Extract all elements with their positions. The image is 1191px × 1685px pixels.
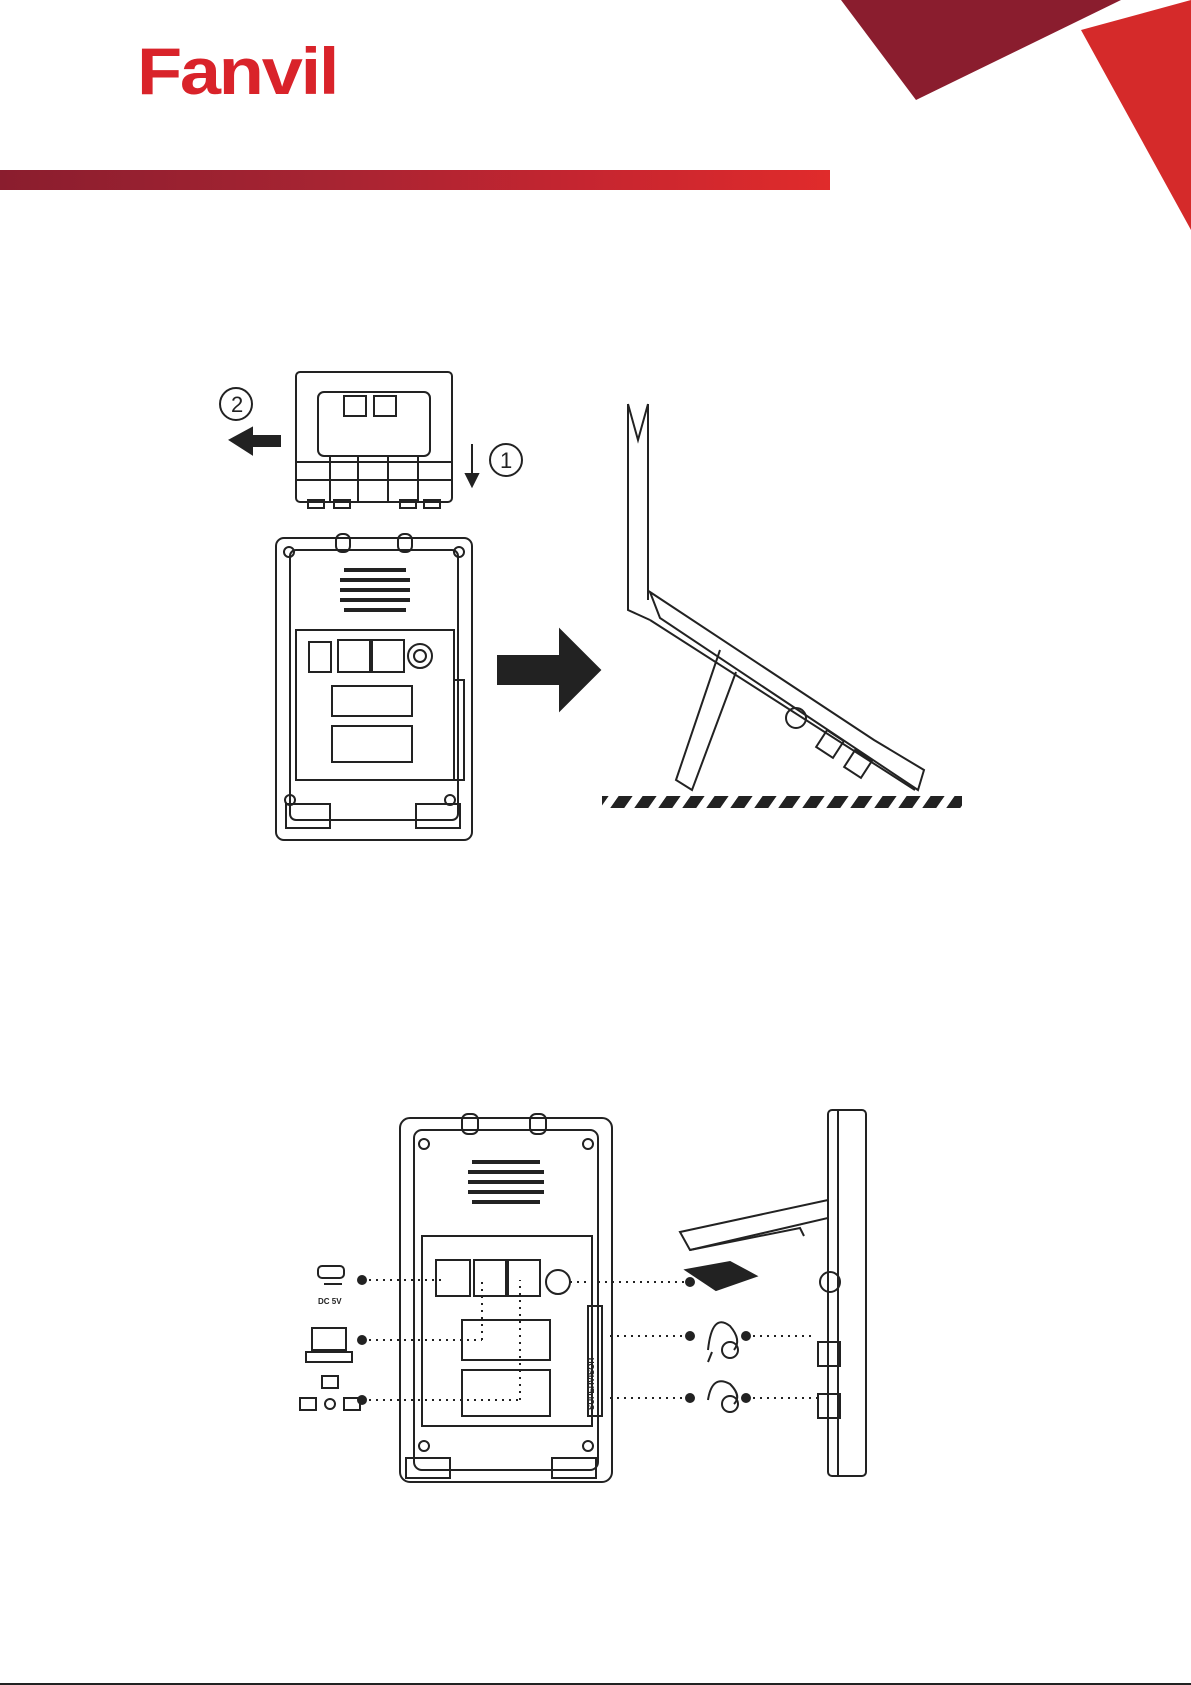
step-2-label: 2 — [231, 392, 243, 417]
stand-figure — [220, 372, 962, 840]
headset-icon — [708, 1381, 738, 1412]
dc-label: DC 5V — [318, 1297, 342, 1306]
ports-figure — [300, 1110, 866, 1482]
supervisor-label: SUPERVISOR — [587, 1357, 596, 1410]
ehs-wireless-icon — [686, 1262, 756, 1290]
network-icon — [300, 1376, 360, 1410]
step-1-label: 1 — [500, 448, 512, 473]
pc-icon — [306, 1328, 352, 1362]
phone-side-view-2 — [680, 1110, 866, 1476]
phone-back-top — [276, 534, 472, 840]
headset-icon — [708, 1322, 738, 1362]
stand-part — [296, 372, 452, 508]
phone-side-view — [628, 404, 924, 790]
power-adapter-icon — [318, 1266, 344, 1284]
